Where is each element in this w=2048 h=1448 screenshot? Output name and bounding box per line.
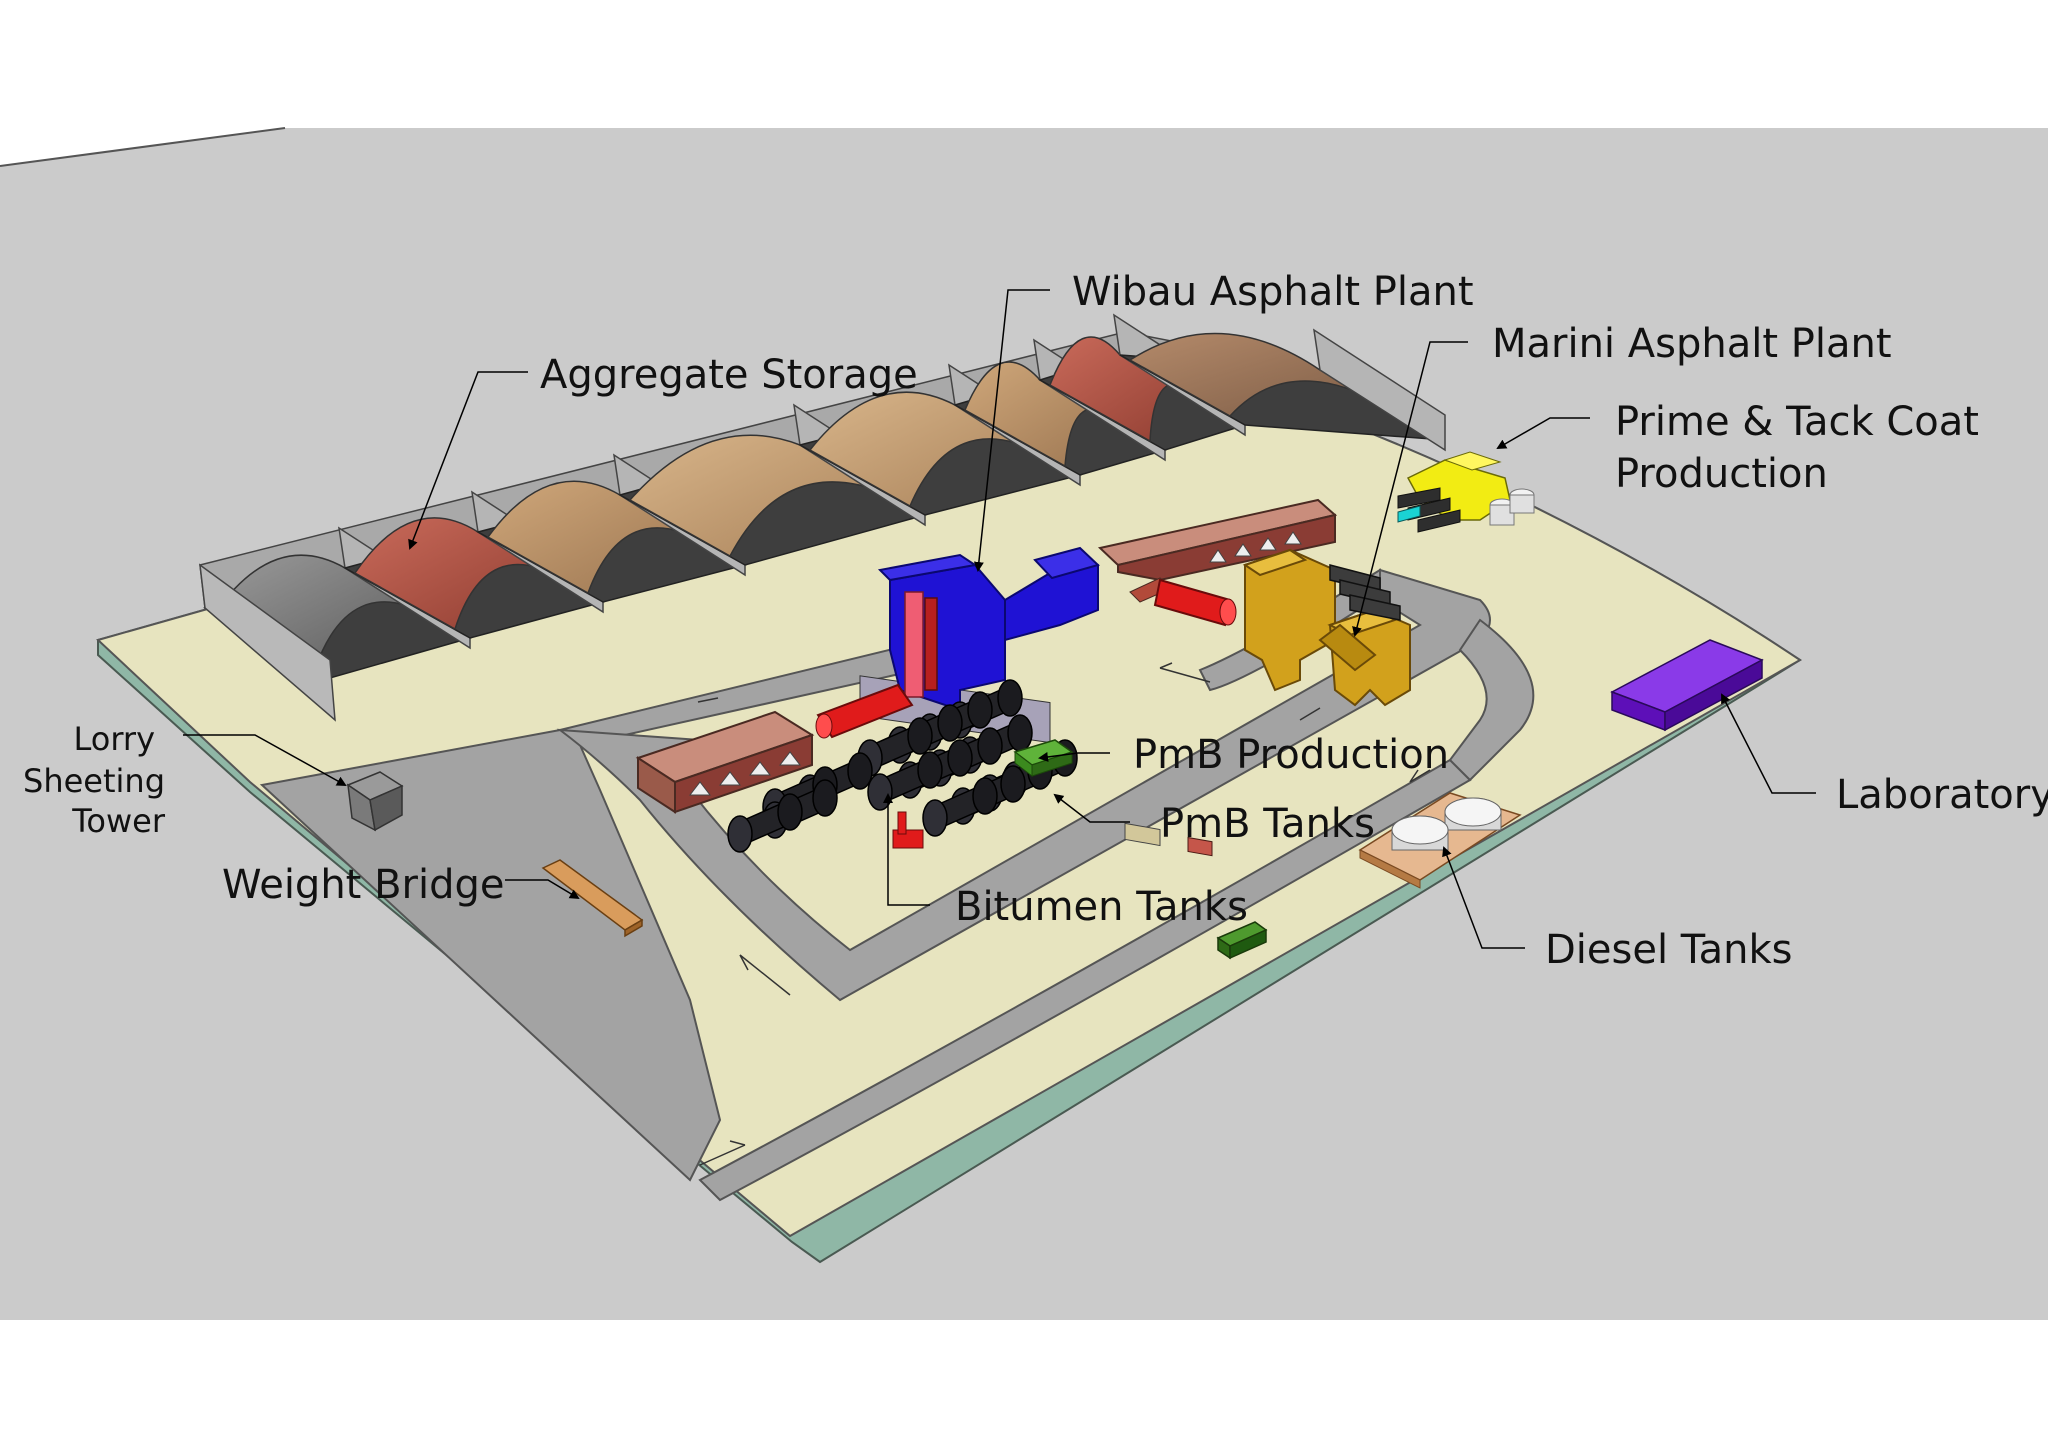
leader-prime-tack bbox=[1496, 417, 1590, 449]
leader-lorry-tower bbox=[183, 734, 347, 786]
aggregate-storage-bays bbox=[199, 313, 1446, 722]
diagram-labels: Aggregate Storage Wibau Asphalt Plant Ma… bbox=[23, 269, 2048, 973]
weight-bridge bbox=[541, 859, 644, 938]
label-lorry-1: Lorry bbox=[73, 720, 155, 758]
leader-wibau-plant bbox=[973, 289, 1050, 572]
control-cabin bbox=[1124, 822, 1161, 847]
label-diesel-tanks: Diesel Tanks bbox=[1545, 927, 1792, 973]
road-direction-arrows bbox=[697, 662, 1431, 1166]
marini-feed-hoppers bbox=[1097, 498, 1338, 603]
leader-lines bbox=[183, 289, 1816, 949]
leader-diesel-tanks bbox=[1442, 846, 1525, 949]
label-wibau-plant: Wibau Asphalt Plant bbox=[1072, 269, 1474, 315]
lorry-sheeting-tower bbox=[346, 771, 404, 832]
fuel-bowser bbox=[1216, 921, 1268, 960]
marini-dryer-drum bbox=[1153, 578, 1237, 627]
aggregate-bay bbox=[618, 403, 927, 566]
label-lorry-3: Tower bbox=[71, 802, 166, 840]
label-weight-bridge: Weight Bridge bbox=[222, 862, 504, 908]
label-pmb-tanks: PmB Tanks bbox=[1160, 801, 1375, 847]
laboratory-building bbox=[1610, 639, 1764, 732]
label-prime-tack-2: Production bbox=[1615, 451, 1828, 497]
bitumen-tank bbox=[727, 793, 803, 853]
leader-marini-plant bbox=[1352, 341, 1468, 637]
prime-tack-coat-unit bbox=[1397, 451, 1535, 533]
bitumen-pump bbox=[892, 811, 924, 849]
plane-edge-line bbox=[0, 127, 286, 167]
leader-weight-bridge bbox=[505, 879, 580, 900]
diesel-tanks bbox=[1358, 792, 1522, 889]
bitumen-tank bbox=[857, 717, 933, 777]
label-prime-tack-1: Prime & Tack Coat bbox=[1615, 399, 1979, 445]
red-generator bbox=[1187, 836, 1213, 857]
label-pmb-production: PmB Production bbox=[1133, 732, 1449, 778]
bitumen-tanks bbox=[727, 679, 1078, 853]
aggregate-end-wall bbox=[199, 563, 336, 722]
bitumen-tank bbox=[867, 751, 943, 811]
label-bitumen-tanks: Bitumen Tanks bbox=[955, 884, 1248, 930]
leader-pmb-tanks bbox=[1053, 793, 1130, 823]
leader-laboratory bbox=[1721, 693, 1816, 794]
leader-bitumen-tanks bbox=[883, 793, 930, 906]
label-laboratory: Laboratory bbox=[1836, 772, 2048, 818]
label-lorry-2: Sheeting bbox=[23, 762, 165, 800]
leader-pmb-production bbox=[1038, 751, 1110, 762]
label-aggregate-storage: Aggregate Storage bbox=[540, 352, 918, 398]
aggregate-bay bbox=[1119, 328, 1446, 452]
wibau-feed-hoppers bbox=[635, 710, 815, 814]
label-marini-plant: Marini Asphalt Plant bbox=[1492, 321, 1892, 367]
leader-aggregate-storage bbox=[408, 371, 528, 550]
wibau-dryer-drum bbox=[815, 683, 914, 739]
bitumen-tank bbox=[922, 777, 998, 837]
